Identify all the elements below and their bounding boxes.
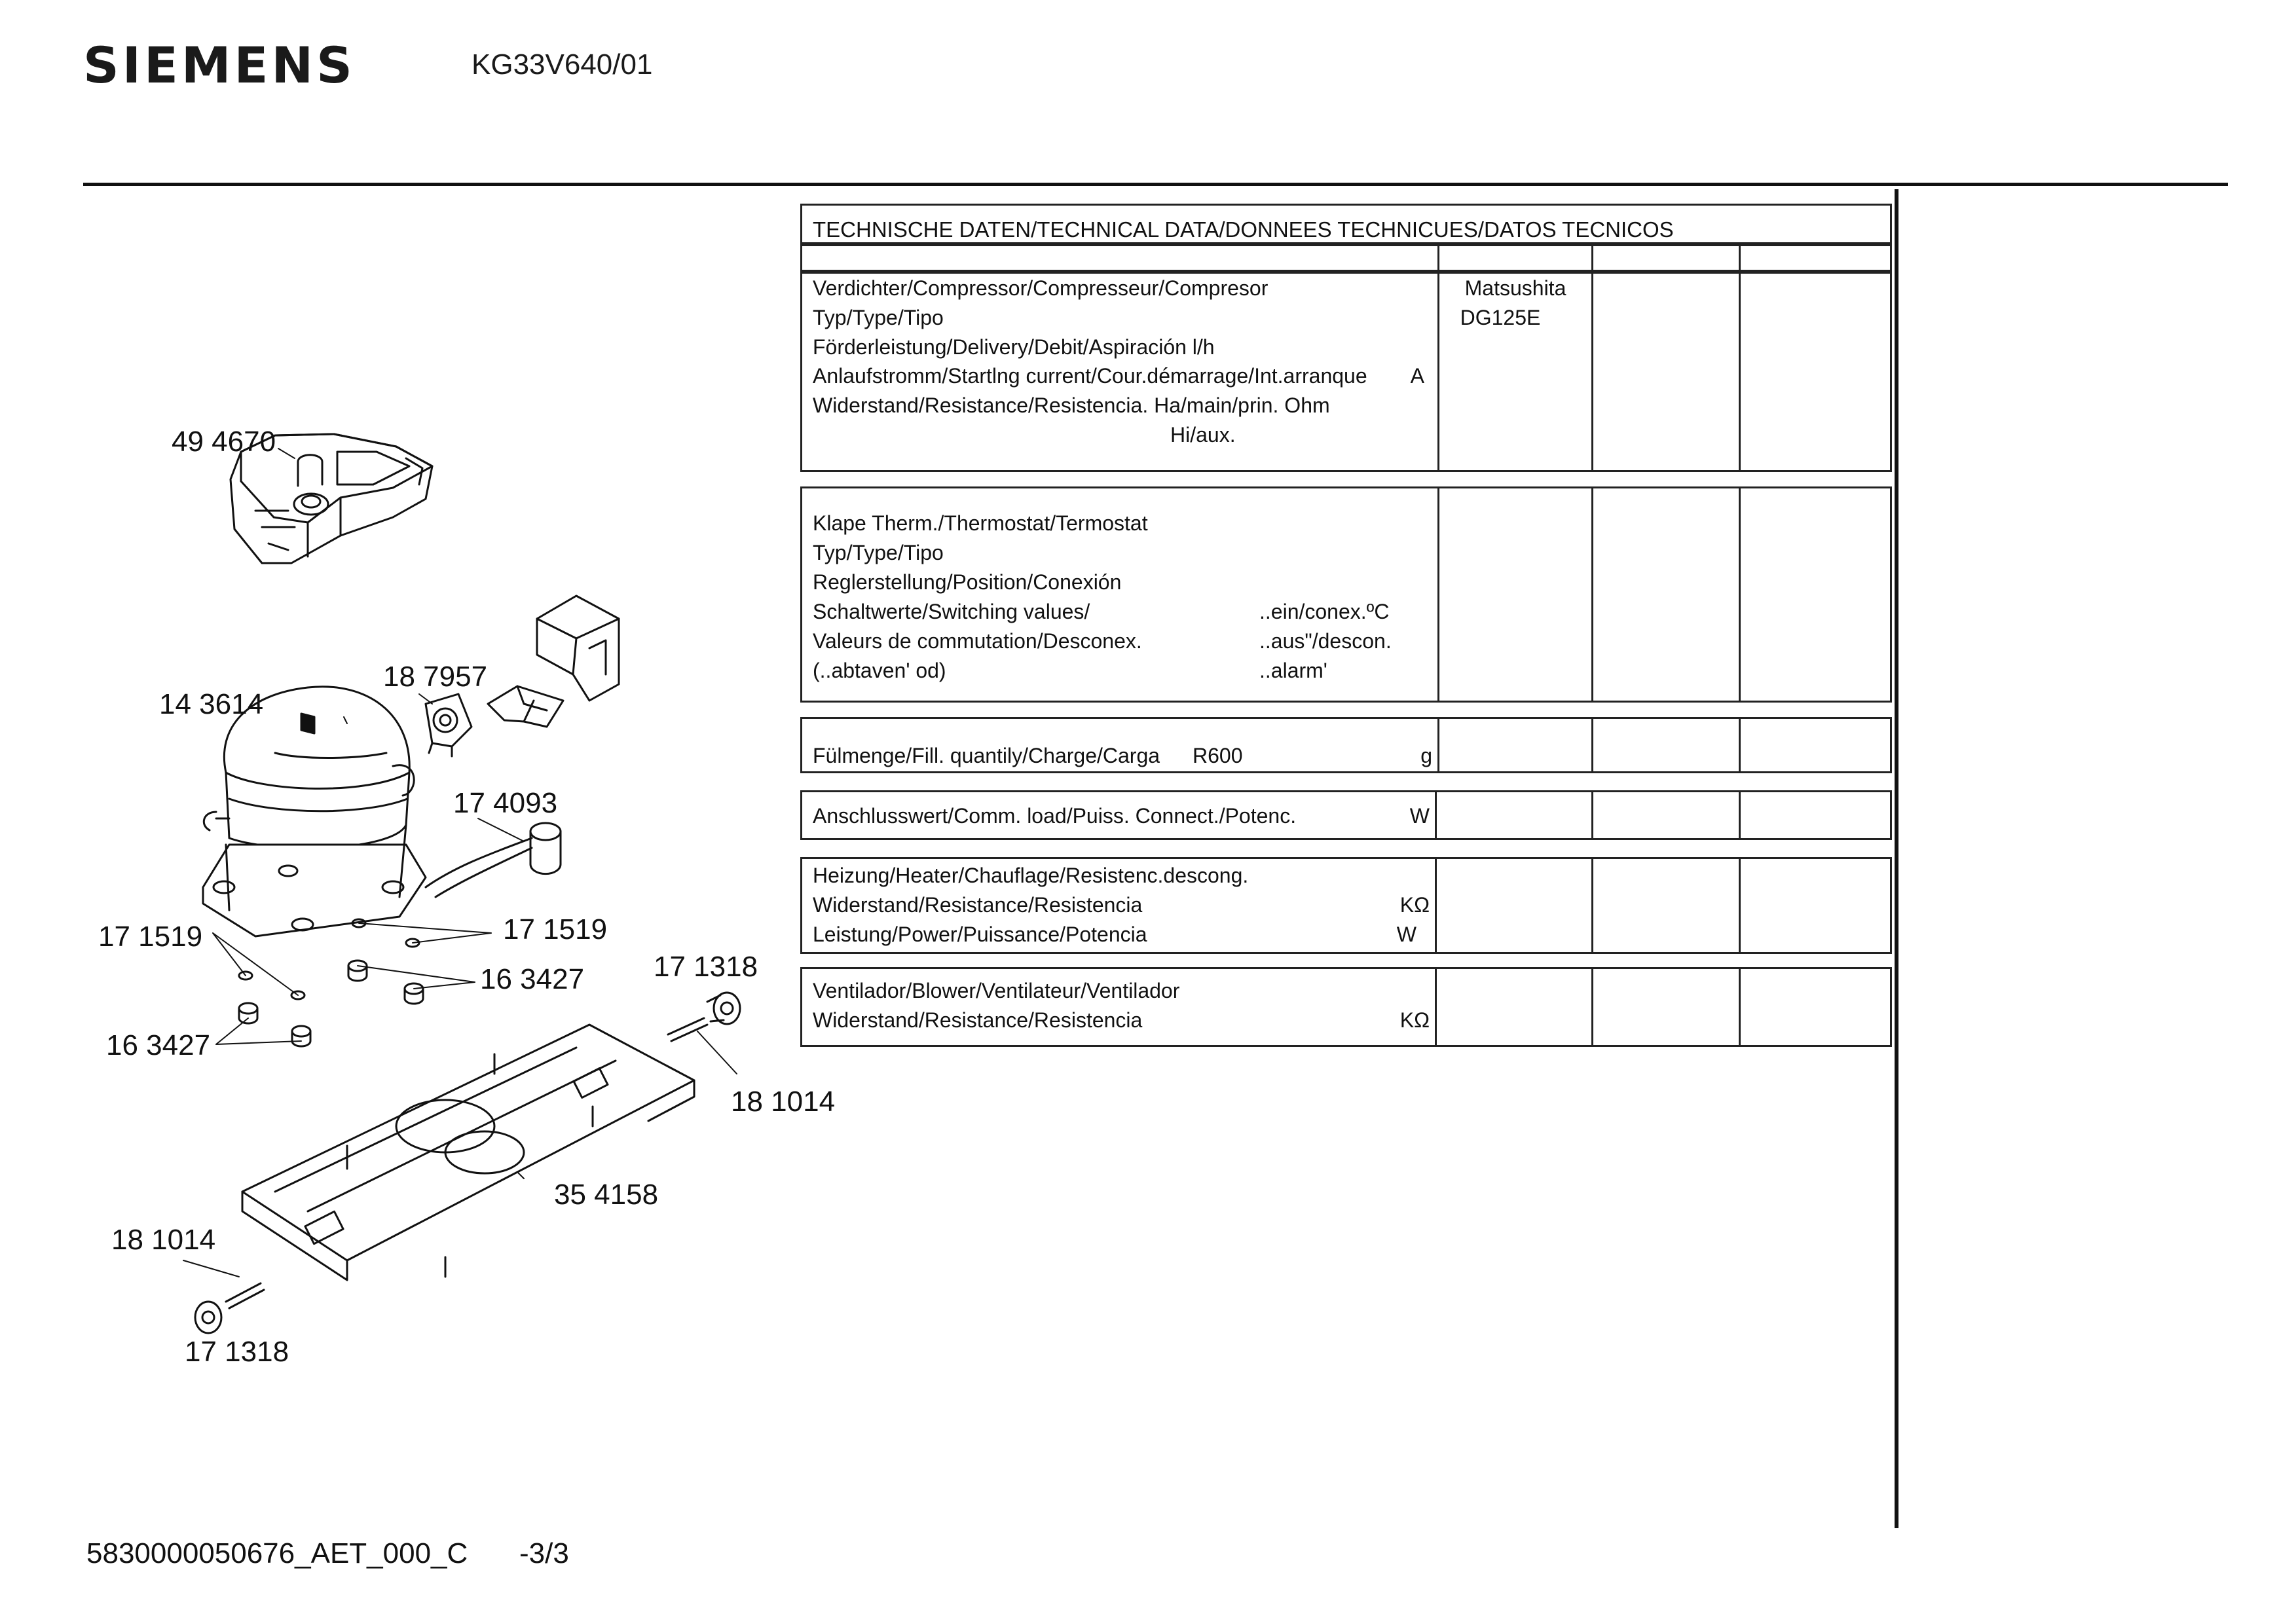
compressor-line-6: Hi/aux.	[1170, 423, 1236, 447]
table-title: TECHNISCHE DATEN/TECHNICAL DATA/DONNEES …	[813, 217, 1674, 242]
thermostat-sub-2: ..aus"/descon.	[1259, 629, 1392, 653]
part-label-171318-left: 17 1318	[185, 1336, 289, 1368]
fill-quantity-label: Fülmenge/Fill. quantily/Charge/Carga	[813, 744, 1160, 767]
compressor-line-2: Typ/Type/Tipo	[813, 306, 944, 329]
grommets-part	[238, 918, 424, 1048]
part-label-181014-left: 18 1014	[111, 1224, 216, 1256]
compressor-line-3: Förderleistung/Delivery/Debit/Aspiración…	[813, 335, 1215, 359]
part-label-171519-left: 17 1519	[98, 921, 203, 953]
compressor-section: Verdichter/Compressor/Compresseur/Compre…	[800, 272, 1892, 472]
part-label-354158: 35 4158	[554, 1179, 659, 1211]
mount-pin-left-part	[194, 1282, 265, 1334]
compressor-maker-value: Matsushita	[1464, 276, 1566, 300]
leader-lines	[183, 448, 737, 1277]
compressor-line-5: Widerstand/Resistance/Resistencia. Ha/ma…	[813, 394, 1330, 417]
part-label-494670: 49 4670	[172, 426, 276, 458]
part-label-171318-right: 17 1318	[654, 951, 758, 983]
fill-quantity-section: Fülmenge/Fill. quantily/Charge/Carga R60…	[800, 717, 1892, 773]
load-label: Anschlusswert/Comm. load/Puiss. Connect.…	[813, 804, 1297, 828]
heater-line-3: Leistung/Power/Puissance/Potencia	[813, 923, 1147, 946]
thermostat-line-4: Schaltwerte/Switching values/	[813, 600, 1090, 623]
relay-cover-part	[229, 433, 434, 564]
blower-line-2: Widerstand/Resistance/Resistencia	[813, 1008, 1143, 1032]
heater-line-1: Heizung/Heater/Chauflage/Resistenc.desco…	[813, 864, 1249, 887]
table-header-row	[800, 244, 1892, 272]
terminal-cover-part	[536, 595, 620, 702]
heater-line-2: Widerstand/Resistance/Resistencia	[813, 893, 1143, 917]
thermostat-sub-3: ..alarm'	[1259, 659, 1327, 682]
clip-part	[487, 685, 565, 728]
part-label-143614: 14 3614	[159, 688, 264, 720]
relay-part	[424, 693, 473, 758]
heater-unit-power: W	[1396, 923, 1416, 946]
compressor-current-unit: A	[1410, 364, 1424, 388]
part-label-163427-right: 16 3427	[480, 963, 585, 995]
thermostat-line-1: Klape Therm./Thermostat/Termostat	[813, 511, 1148, 535]
load-section: Anschlusswert/Comm. load/Puiss. Connect.…	[800, 790, 1892, 840]
part-label-163427-left: 16 3427	[106, 1029, 211, 1061]
brand-logo: SIEMENS	[83, 36, 356, 94]
mount-pin-right-part	[667, 991, 741, 1042]
part-label-187957: 18 7957	[383, 661, 488, 693]
compressor-part	[202, 686, 427, 938]
right-divider	[1895, 189, 1898, 1528]
fill-refrigerant: R600	[1193, 744, 1243, 767]
capacitor-part	[424, 822, 562, 898]
document-code: 5830000050676_AET_000_C	[86, 1537, 468, 1569]
thermostat-line-5: Valeurs de commutation/Desconex.	[813, 629, 1142, 653]
thermostat-section: Klape Therm./Thermostat/Termostat Typ/Ty…	[800, 486, 1892, 703]
table-title-box: TECHNISCHE DATEN/TECHNICAL DATA/DONNEES …	[800, 204, 1892, 244]
heater-section: Heizung/Heater/Chauflage/Resistenc.desco…	[800, 857, 1892, 954]
heater-unit-resistance: KΩ	[1399, 893, 1430, 917]
part-label-181014-right: 18 1014	[731, 1086, 836, 1118]
compressor-line-4: Anlaufstromm/Startlng current/Cour.démar…	[813, 364, 1367, 388]
thermostat-line-2: Typ/Type/Tipo	[813, 541, 944, 564]
thermostat-line-3: Reglerstellung/Position/Conexión	[813, 570, 1122, 594]
part-label-174093: 17 4093	[453, 787, 558, 819]
load-unit: W	[1409, 804, 1430, 828]
compressor-line-1: Verdichter/Compressor/Compresseur/Compre…	[813, 276, 1268, 300]
thermostat-line-6: (..abtaven' od)	[813, 659, 946, 682]
thermostat-sub-1: ..ein/conex.ºC	[1259, 600, 1390, 623]
compressor-type-value: DG125E	[1460, 306, 1541, 329]
fill-unit: g	[1420, 744, 1432, 767]
blower-line-1: Ventilador/Blower/Ventilateur/Ventilador	[813, 979, 1180, 1002]
blower-section: Ventilador/Blower/Ventilateur/Ventilador…	[800, 967, 1892, 1047]
exploded-parts-drawing	[183, 433, 741, 1334]
base-plate-part	[241, 1023, 695, 1281]
header-divider	[83, 183, 2228, 186]
page-number: -3/3	[519, 1537, 569, 1569]
part-label-171519-right: 17 1519	[503, 913, 608, 945]
model-number: KG33V640/01	[472, 48, 653, 81]
blower-unit: KΩ	[1399, 1008, 1430, 1032]
